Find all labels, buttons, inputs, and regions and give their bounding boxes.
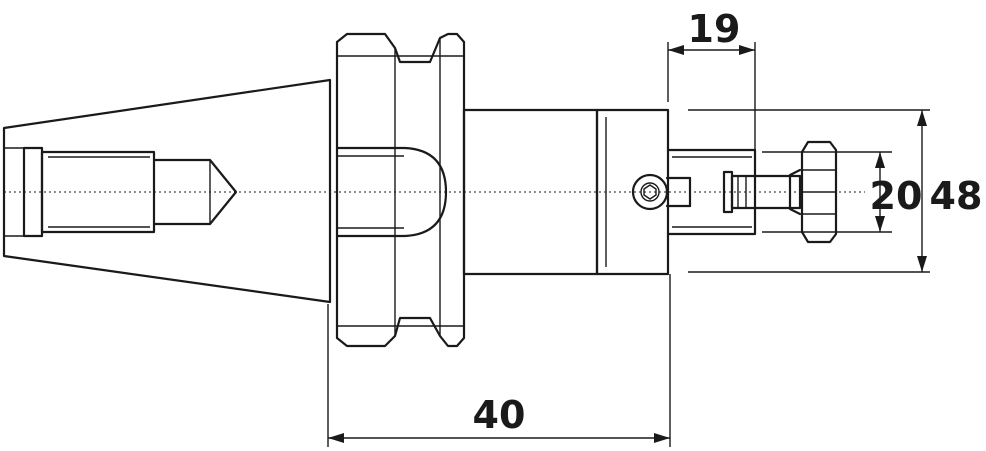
- knurled-nut: [788, 140, 838, 244]
- dimension-48: 48: [688, 109, 983, 273]
- taper-shank: [2, 78, 332, 304]
- dimension-20-label: 20: [870, 174, 923, 218]
- dimension-20: 20: [762, 151, 923, 233]
- flange: [335, 32, 466, 348]
- dimension-40: 40: [327, 274, 671, 447]
- set-screw: [631, 173, 692, 211]
- nose: [666, 148, 757, 236]
- dimension-48-label: 48: [930, 174, 983, 218]
- dimension-40-label: 40: [473, 393, 526, 437]
- pull-stud: [22, 146, 238, 238]
- dimension-19-label: 19: [688, 7, 741, 51]
- dimension-19: 19: [667, 7, 756, 150]
- screw: [722, 170, 802, 214]
